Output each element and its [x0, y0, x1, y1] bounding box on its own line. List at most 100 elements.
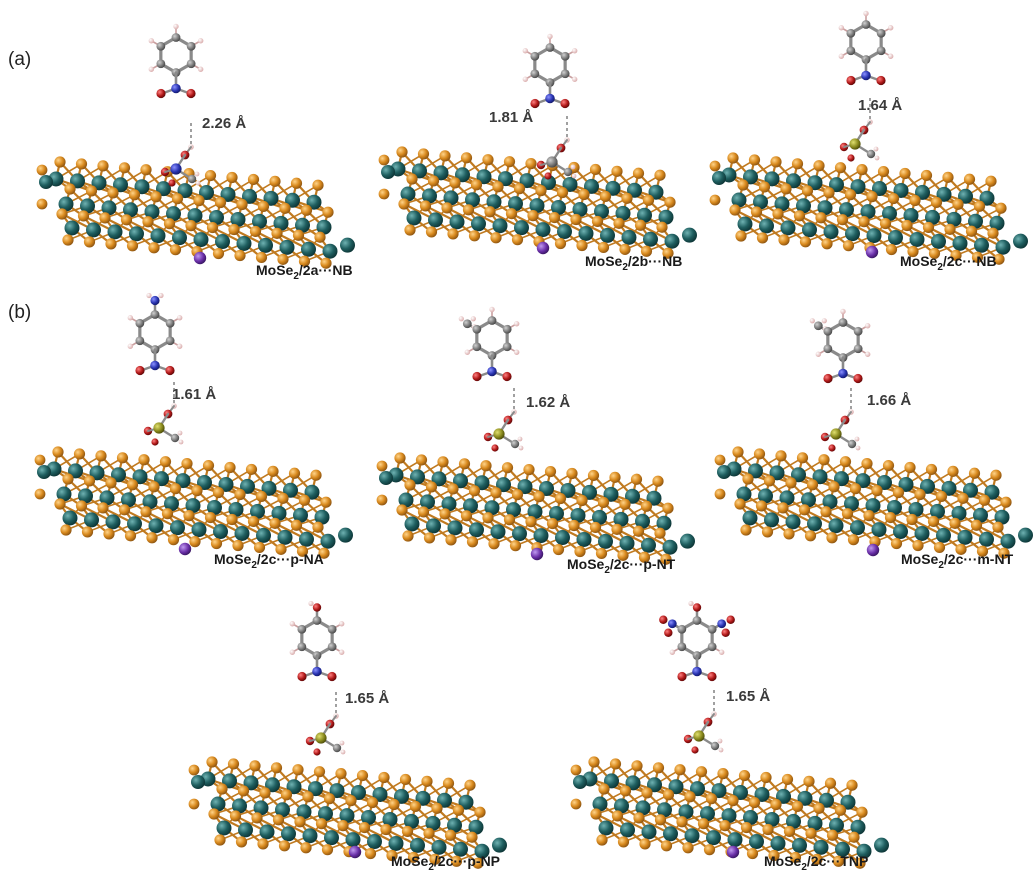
hydrogen-atom — [821, 318, 827, 324]
se-atom — [798, 504, 811, 516]
se-atom — [511, 489, 524, 501]
mo-atom — [759, 218, 774, 234]
se-atom — [836, 214, 849, 226]
mo-atom — [600, 227, 615, 243]
mo-atom — [256, 527, 271, 543]
se-atom — [445, 534, 457, 546]
se-atom — [783, 825, 796, 838]
carbon-atom — [846, 46, 856, 56]
se-atom — [56, 208, 68, 220]
mo-atom — [296, 804, 312, 820]
se-atom — [320, 257, 332, 269]
mo-atom — [797, 790, 813, 806]
mo-atom — [286, 779, 302, 795]
se-atom — [753, 448, 766, 460]
se-atom — [950, 249, 962, 261]
mo-atom — [637, 207, 652, 223]
se-atom — [971, 251, 984, 263]
carbon-atom — [707, 624, 717, 634]
mo-atom — [243, 775, 259, 791]
potassium-atom — [866, 543, 880, 557]
se-atom — [193, 195, 205, 207]
se-atom — [955, 543, 967, 555]
se-atom — [402, 530, 414, 542]
mo-atom — [492, 837, 507, 853]
se-atom — [140, 164, 152, 176]
se-atom — [768, 849, 780, 862]
mo-atom — [379, 471, 393, 485]
phosphorus-atom — [493, 428, 505, 440]
mo-atom — [476, 169, 492, 185]
mo-atom — [615, 205, 631, 221]
se-atom — [799, 236, 812, 248]
se-atom — [899, 167, 911, 180]
mo-atom — [105, 514, 121, 530]
mo-atom — [888, 230, 903, 246]
carbon-atom — [545, 43, 555, 52]
structure-mose2-2c-p-na — [34, 292, 353, 559]
mo-atom — [823, 224, 839, 240]
mo-atom — [680, 533, 695, 549]
se-atom — [597, 241, 610, 254]
mo-atom — [324, 830, 339, 846]
mo-atom — [517, 479, 533, 495]
mo-atom — [433, 165, 449, 181]
se-atom — [525, 516, 537, 528]
mo-atom — [749, 834, 764, 850]
mo-atom — [144, 204, 160, 220]
se-atom — [103, 528, 115, 540]
mo-atom — [834, 471, 849, 487]
se-atom — [933, 541, 946, 554]
carbon-atom — [853, 344, 863, 354]
carbon-atom — [866, 149, 876, 159]
carbon-atom — [510, 439, 520, 449]
hydrogen-atom — [838, 53, 845, 59]
mo-atom — [866, 228, 882, 244]
se-atom — [796, 452, 809, 464]
mo-atom — [936, 527, 951, 543]
se-atom — [253, 541, 266, 554]
se-atom — [591, 215, 604, 228]
mo-atom — [218, 476, 234, 492]
oxygen-atom — [726, 615, 735, 624]
se-atom — [1000, 496, 1012, 508]
mo-atom — [431, 839, 447, 855]
mo-atom — [598, 533, 613, 549]
se-atom — [523, 464, 535, 476]
se-atom — [234, 249, 246, 262]
mo-atom — [643, 231, 658, 247]
oxygen-atom — [312, 603, 322, 612]
mo-atom — [172, 230, 187, 246]
mo-atom — [156, 181, 171, 197]
se-atom — [480, 460, 492, 472]
se-atom — [34, 488, 46, 500]
se-atom — [709, 194, 721, 206]
se-atom — [813, 802, 825, 814]
se-atom — [789, 851, 802, 864]
se-atom — [269, 517, 281, 529]
mo-atom — [731, 192, 747, 208]
mo-atom — [170, 520, 185, 536]
se-atom — [270, 762, 283, 774]
structure-mose2-2c-tnp — [570, 600, 889, 869]
mo-atom — [909, 231, 925, 247]
se-atom — [409, 800, 422, 813]
se-atom — [229, 810, 242, 822]
mo-atom — [281, 826, 296, 842]
se-atom — [630, 473, 643, 485]
se-atom — [118, 162, 131, 174]
potassium-atom — [530, 547, 544, 561]
se-atom — [703, 844, 716, 856]
hydrogen-atom — [289, 649, 296, 655]
se-atom — [202, 459, 215, 472]
anchor-atom — [170, 163, 182, 175]
oxygen-atom — [828, 444, 836, 452]
hydrogen-atom — [863, 10, 869, 17]
mo-atom — [920, 478, 935, 494]
mo-atom — [656, 515, 672, 531]
se-atom — [770, 798, 782, 811]
se-atom — [544, 465, 557, 478]
se-atom — [818, 454, 830, 466]
mo-atom — [302, 828, 318, 844]
carbon-atom — [327, 642, 337, 652]
